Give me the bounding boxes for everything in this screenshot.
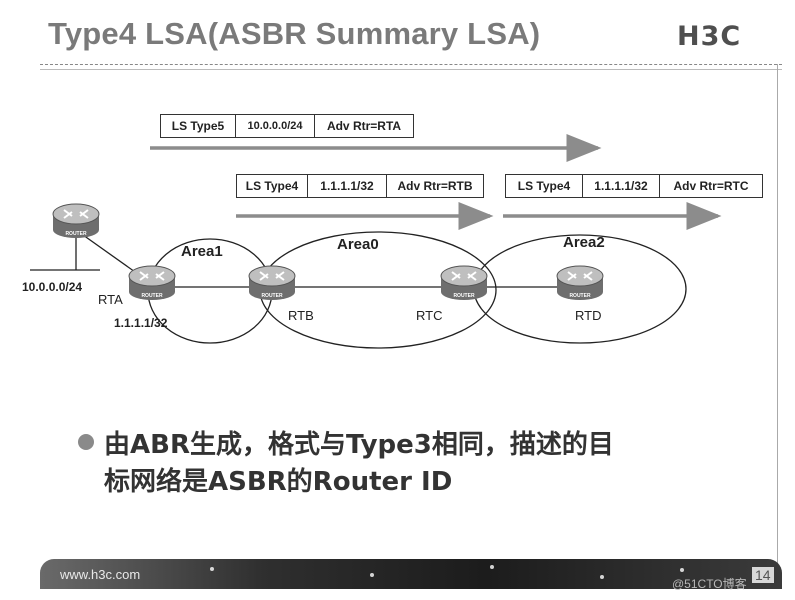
area2-label: Area2 [563, 234, 605, 251]
page-number: 14 [752, 567, 774, 583]
area0-label: Area0 [337, 236, 379, 253]
header-divider [40, 64, 782, 70]
decor-sparkle [370, 573, 374, 577]
lsa-type-cell: LS Type4 [506, 175, 583, 197]
router-rtd-icon: ROUTER [556, 265, 604, 300]
bullet-text-line1: 由ABR生成，格式与Type3相同，描述的目 [104, 430, 614, 460]
lsa-adv-cell: Adv Rtr=RTB [397, 179, 473, 193]
external-network-label: 10.0.0.0/24 [22, 280, 83, 294]
rtc-label: RTC [416, 308, 443, 323]
bullet-text-line2: 标网络是ASBR的Router ID [104, 467, 453, 497]
rtb-label: RTB [288, 308, 314, 323]
lsa-prefix-cell: 1.1.1.1/32 [308, 175, 387, 197]
lsa-adv-cell: Adv Rtr=RTA [326, 119, 402, 133]
rta-label: RTA [98, 292, 123, 307]
router-icon-text: ROUTER [453, 293, 475, 299]
router-icon-text: ROUTER [141, 293, 163, 299]
watermark: @51CTO博客 [672, 577, 747, 591]
router-rtc-icon: ROUTER [440, 265, 488, 300]
lsa-prefix-cell: 10.0.0.0/24 [236, 115, 315, 137]
lsa-type4-rtb-table: LS Type4 1.1.1.1/32 Adv Rtr=RTB [236, 174, 484, 198]
router-icon-text: ROUTER [65, 231, 87, 237]
decor-sparkle [600, 575, 604, 579]
asbr-router-id-label: 1.1.1.1/32 [114, 316, 168, 330]
bullet-icon [78, 434, 94, 450]
router-ext-icon: ROUTER [52, 203, 100, 238]
decor-sparkle [210, 567, 214, 571]
side-divider [777, 64, 778, 564]
lsa-type-cell: LS Type4 [237, 175, 308, 197]
slide-title: Type4 LSA(ASBR Summary LSA) [48, 16, 541, 51]
decor-sparkle [680, 568, 684, 572]
h3c-logo: H3C [677, 21, 742, 52]
lsa-prefix-cell: 1.1.1.1/32 [583, 175, 660, 197]
area1-label: Area1 [181, 243, 223, 260]
lsa-type-cell: LS Type5 [161, 115, 236, 137]
rtd-label: RTD [575, 308, 602, 323]
router-icon-text: ROUTER [569, 293, 591, 299]
decor-sparkle [490, 565, 494, 569]
lsa-adv-cell: Adv Rtr=RTC [673, 179, 749, 193]
lsa-type4-rtc-table: LS Type4 1.1.1.1/32 Adv Rtr=RTC [505, 174, 763, 198]
router-rtb-icon: ROUTER [248, 265, 296, 300]
router-icon-text: ROUTER [261, 293, 283, 299]
lsa-type5-table: LS Type5 10.0.0.0/24 Adv Rtr=RTA [160, 114, 414, 138]
router-rta-icon: ROUTER [128, 265, 176, 300]
footer-bar [40, 559, 782, 589]
footer-url-link[interactable]: www.h3c.com [60, 567, 141, 582]
